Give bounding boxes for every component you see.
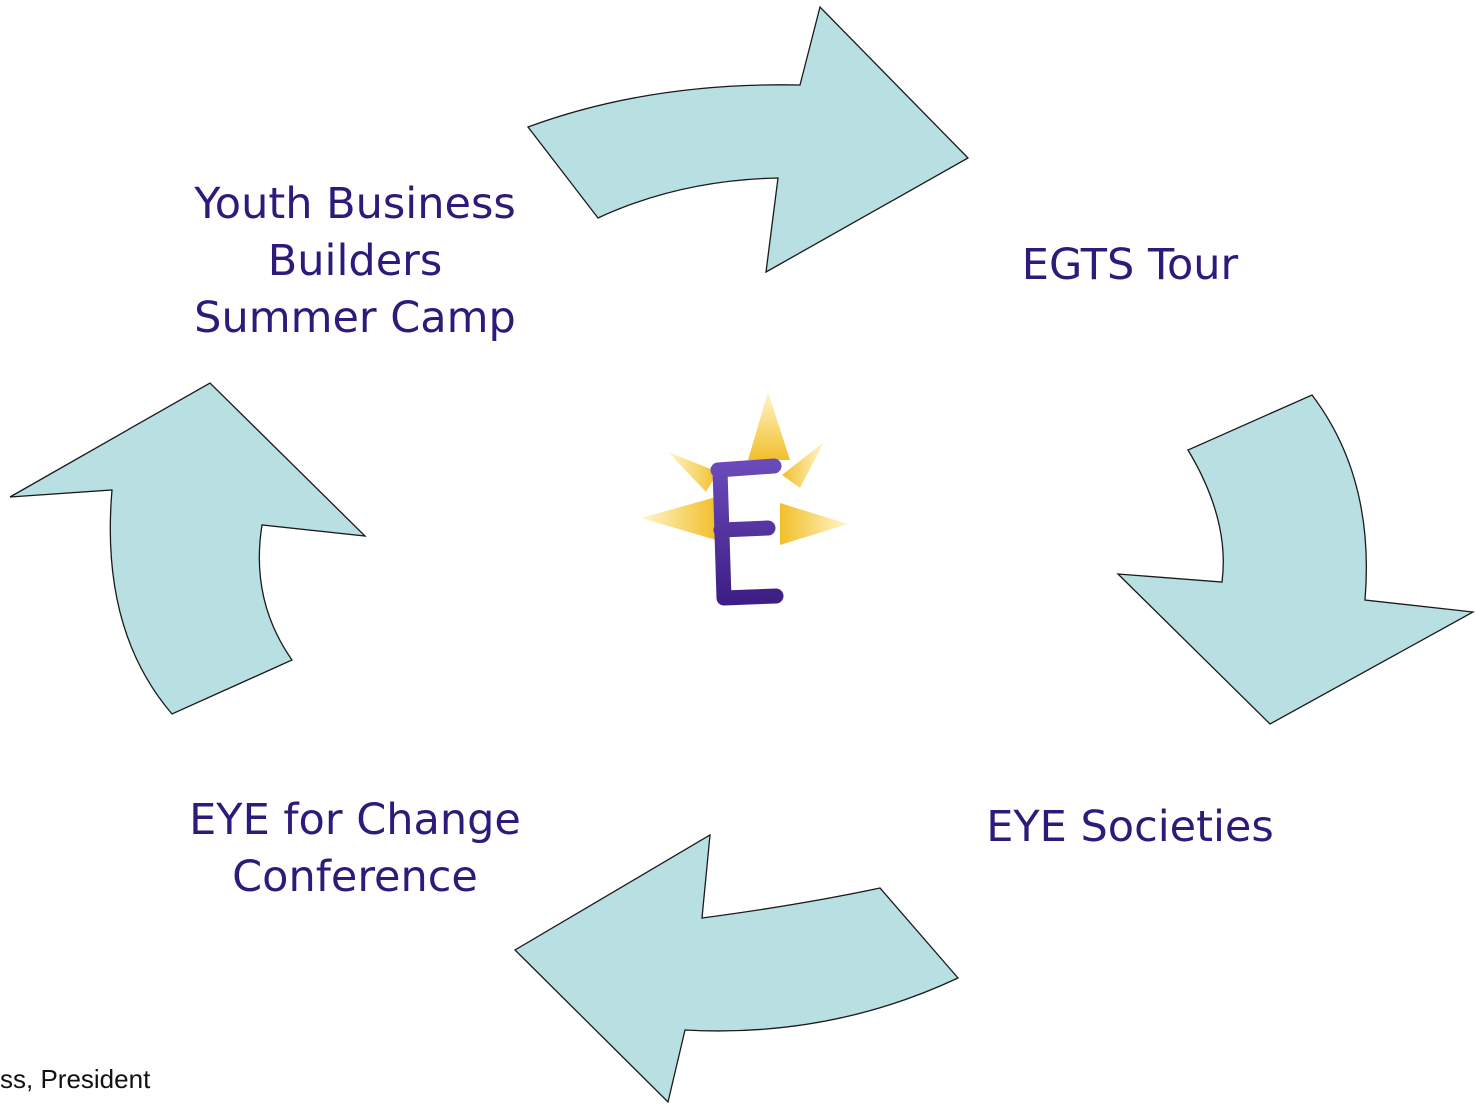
node-eye-societies: EYE Societies xyxy=(960,799,1300,856)
node-text-line: Youth Business xyxy=(194,179,516,229)
arrow-top xyxy=(526,5,970,274)
node-text-line: EGTS Tour xyxy=(1021,240,1239,290)
node-text-line: Builders xyxy=(267,236,443,286)
logo-letter-e xyxy=(710,458,784,606)
logo-ray-upper-left xyxy=(668,452,718,492)
node-text-line: EYE Societies xyxy=(986,802,1274,852)
logo-ray-top xyxy=(748,392,790,460)
node-text-line: EYE for Change xyxy=(189,795,521,845)
node-text-line: Summer Camp xyxy=(194,293,516,343)
footer-text: ss, President xyxy=(0,1064,151,1094)
logo-ray-upper-right xyxy=(782,442,824,488)
logo-ray-left xyxy=(641,497,716,540)
arrow-left xyxy=(9,382,367,715)
sunburst-logo xyxy=(641,392,848,606)
node-youth-business-builders: Youth Business Builders Summer Camp xyxy=(165,176,545,347)
node-eye-for-change-conference: EYE for Change Conference xyxy=(165,792,545,906)
node-egts-tour: EGTS Tour xyxy=(990,237,1270,294)
arrow-bottom xyxy=(513,833,960,1104)
logo-ray-right xyxy=(780,503,848,545)
arrow-right xyxy=(1116,394,1475,725)
node-text-line: Conference xyxy=(232,852,478,902)
